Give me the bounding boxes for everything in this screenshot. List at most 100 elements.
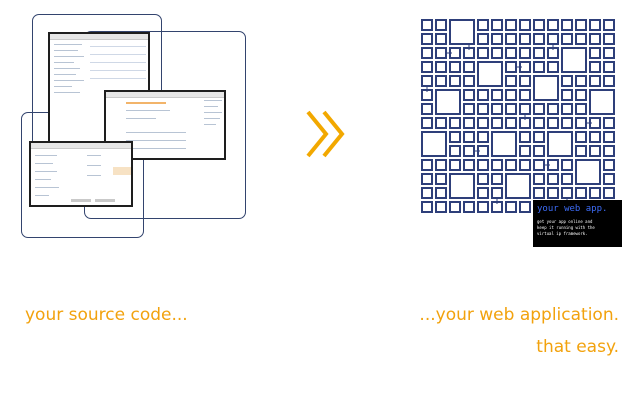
terminal-line-3: virtual ip framework. — [537, 231, 588, 236]
grid-cell — [435, 201, 447, 213]
caption-source-code: your source code... — [25, 305, 188, 325]
grid-cell — [463, 201, 475, 213]
grid-cell — [449, 201, 461, 213]
grid-cell — [575, 117, 587, 129]
grid-cell — [603, 145, 615, 157]
grid-cell — [449, 173, 475, 199]
grid-cell — [449, 75, 461, 87]
grid-cell — [491, 103, 503, 115]
grid-cell — [561, 159, 573, 171]
grid-cell — [505, 173, 531, 199]
grid-cell — [421, 61, 433, 73]
grid-cell — [533, 173, 545, 185]
grid-cell — [435, 33, 447, 45]
grid-cell — [589, 187, 601, 199]
grid-cell — [477, 131, 489, 143]
grid-cell — [505, 33, 517, 45]
double-chevron-right-icon — [306, 110, 345, 158]
grid-cell — [561, 187, 573, 199]
grid-cell — [575, 145, 587, 157]
terminal-title: your web app. — [537, 204, 608, 214]
grid-cell — [477, 201, 489, 213]
grid-cell — [477, 61, 503, 87]
grid-cell — [477, 47, 489, 59]
grid-cell — [435, 159, 447, 171]
grid-cell — [589, 75, 601, 87]
grid-cell — [435, 187, 447, 199]
grid-cell — [435, 89, 461, 115]
grid-cell — [477, 19, 489, 31]
grid-cell — [435, 61, 447, 73]
grid-cell — [575, 89, 587, 101]
grid-cell — [533, 47, 545, 59]
grid-cell — [519, 201, 531, 213]
grid-cell — [519, 75, 531, 87]
grid-cell — [505, 159, 517, 171]
grid-cell — [603, 131, 615, 143]
grid-cell — [477, 117, 489, 129]
grid-cell — [561, 33, 573, 45]
grid-cell — [533, 187, 545, 199]
grid-cell — [589, 131, 601, 143]
grid-cell — [491, 131, 517, 157]
grid-cell — [449, 131, 461, 143]
grid-cell — [449, 117, 461, 129]
grid-cell — [561, 47, 587, 73]
grid-cell — [561, 19, 573, 31]
maze-grid-icon — [421, 19, 615, 213]
grid-cell — [491, 187, 503, 199]
grid-cell — [491, 117, 503, 129]
grid-cell — [463, 89, 475, 101]
grid-cell — [533, 61, 545, 73]
grid-cell — [421, 173, 433, 185]
grid-cell — [533, 117, 545, 129]
grid-cell — [435, 173, 447, 185]
grid-cell — [533, 75, 559, 101]
grid-cell — [575, 19, 587, 31]
grid-cell — [505, 47, 517, 59]
grid-cell — [561, 89, 573, 101]
grid-cell — [561, 117, 573, 129]
caption-web-application: ...your web application. — [419, 305, 619, 325]
grid-cell — [575, 131, 587, 143]
grid-cell — [477, 173, 489, 185]
grid-cell — [547, 61, 559, 73]
grid-cell — [505, 89, 517, 101]
grid-cell — [519, 89, 531, 101]
grid-cell — [589, 33, 601, 45]
grid-cell — [533, 33, 545, 45]
grid-cell — [603, 117, 615, 129]
grid-cell — [533, 131, 545, 143]
grid-cell — [463, 159, 475, 171]
grid-cell — [533, 19, 545, 31]
grid-cell — [505, 117, 517, 129]
grid-cell — [505, 75, 517, 87]
terminal-box: your web app. get your app online and ke… — [533, 200, 622, 247]
grid-cell — [533, 159, 545, 171]
grid-cell — [547, 19, 559, 31]
terminal-line-1: get your app online and — [537, 219, 593, 224]
editor-window-front — [29, 141, 133, 207]
grid-cell — [491, 173, 503, 185]
grid-cell — [533, 145, 545, 157]
grid-cell — [491, 33, 503, 45]
grid-cell — [491, 19, 503, 31]
grid-cell — [463, 61, 475, 73]
grid-cell — [463, 131, 475, 143]
grid-cell — [603, 47, 615, 59]
grid-cell — [435, 117, 447, 129]
grid-cell — [421, 187, 433, 199]
grid-cell — [421, 131, 447, 157]
grid-cell — [547, 131, 573, 157]
grid-cell — [561, 75, 573, 87]
grid-cell — [561, 103, 573, 115]
grid-cell — [575, 75, 587, 87]
grid-cell — [435, 19, 447, 31]
grid-cell — [575, 159, 601, 185]
grid-cell — [477, 33, 489, 45]
grid-cell — [421, 47, 433, 59]
terminal-line-2: keep it running with the — [537, 225, 595, 230]
grid-cell — [491, 89, 503, 101]
grid-cell — [421, 75, 433, 87]
grid-cell — [421, 201, 433, 213]
